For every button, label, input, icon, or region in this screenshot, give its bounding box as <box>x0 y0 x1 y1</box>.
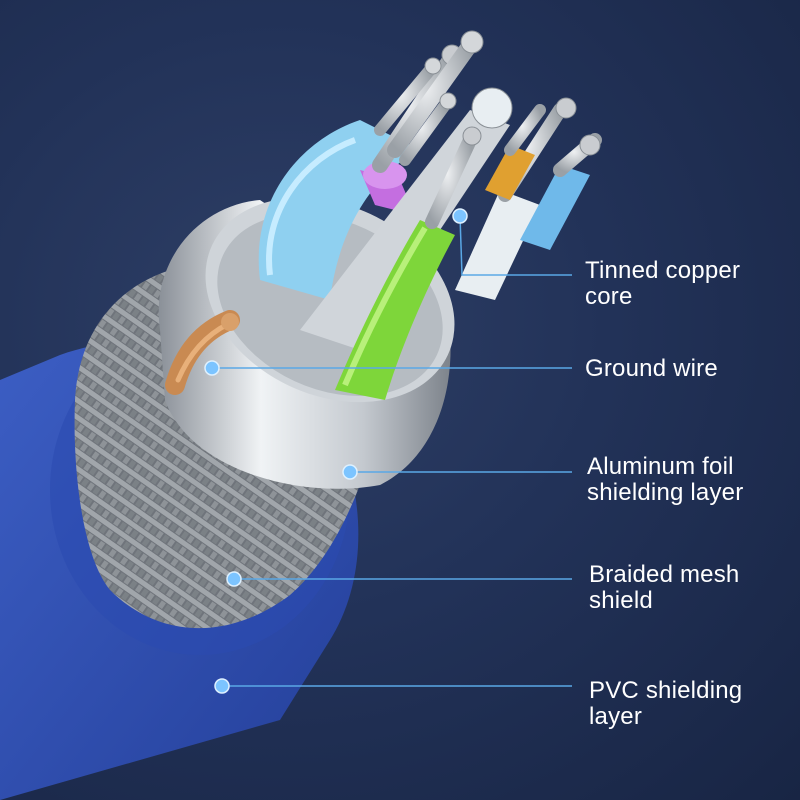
label-line: layer <box>589 704 742 730</box>
label-line: shield <box>589 588 739 614</box>
label-line: PVC shielding <box>589 678 742 704</box>
marker-dot-foil <box>343 465 357 479</box>
marker-dot-tinned <box>453 209 467 223</box>
label-braided-mesh: Braided mesh shield <box>589 562 739 614</box>
label-tinned-copper-core: Tinned copper core <box>585 258 740 310</box>
marker-dot-pvc <box>215 679 229 693</box>
label-line: core <box>585 284 740 310</box>
label-line: Tinned copper <box>585 258 740 284</box>
label-line: Braided mesh <box>589 562 739 588</box>
label-line: shielding layer <box>587 480 743 506</box>
marker-dot-braid <box>227 572 241 586</box>
label-line: Ground wire <box>585 356 718 382</box>
label-ground-wire: Ground wire <box>585 356 718 382</box>
marker-dot-ground <box>205 361 219 375</box>
label-aluminum-foil: Aluminum foil shielding layer <box>587 454 743 506</box>
label-pvc-layer: PVC shielding layer <box>589 678 742 730</box>
label-line: Aluminum foil <box>587 454 743 480</box>
